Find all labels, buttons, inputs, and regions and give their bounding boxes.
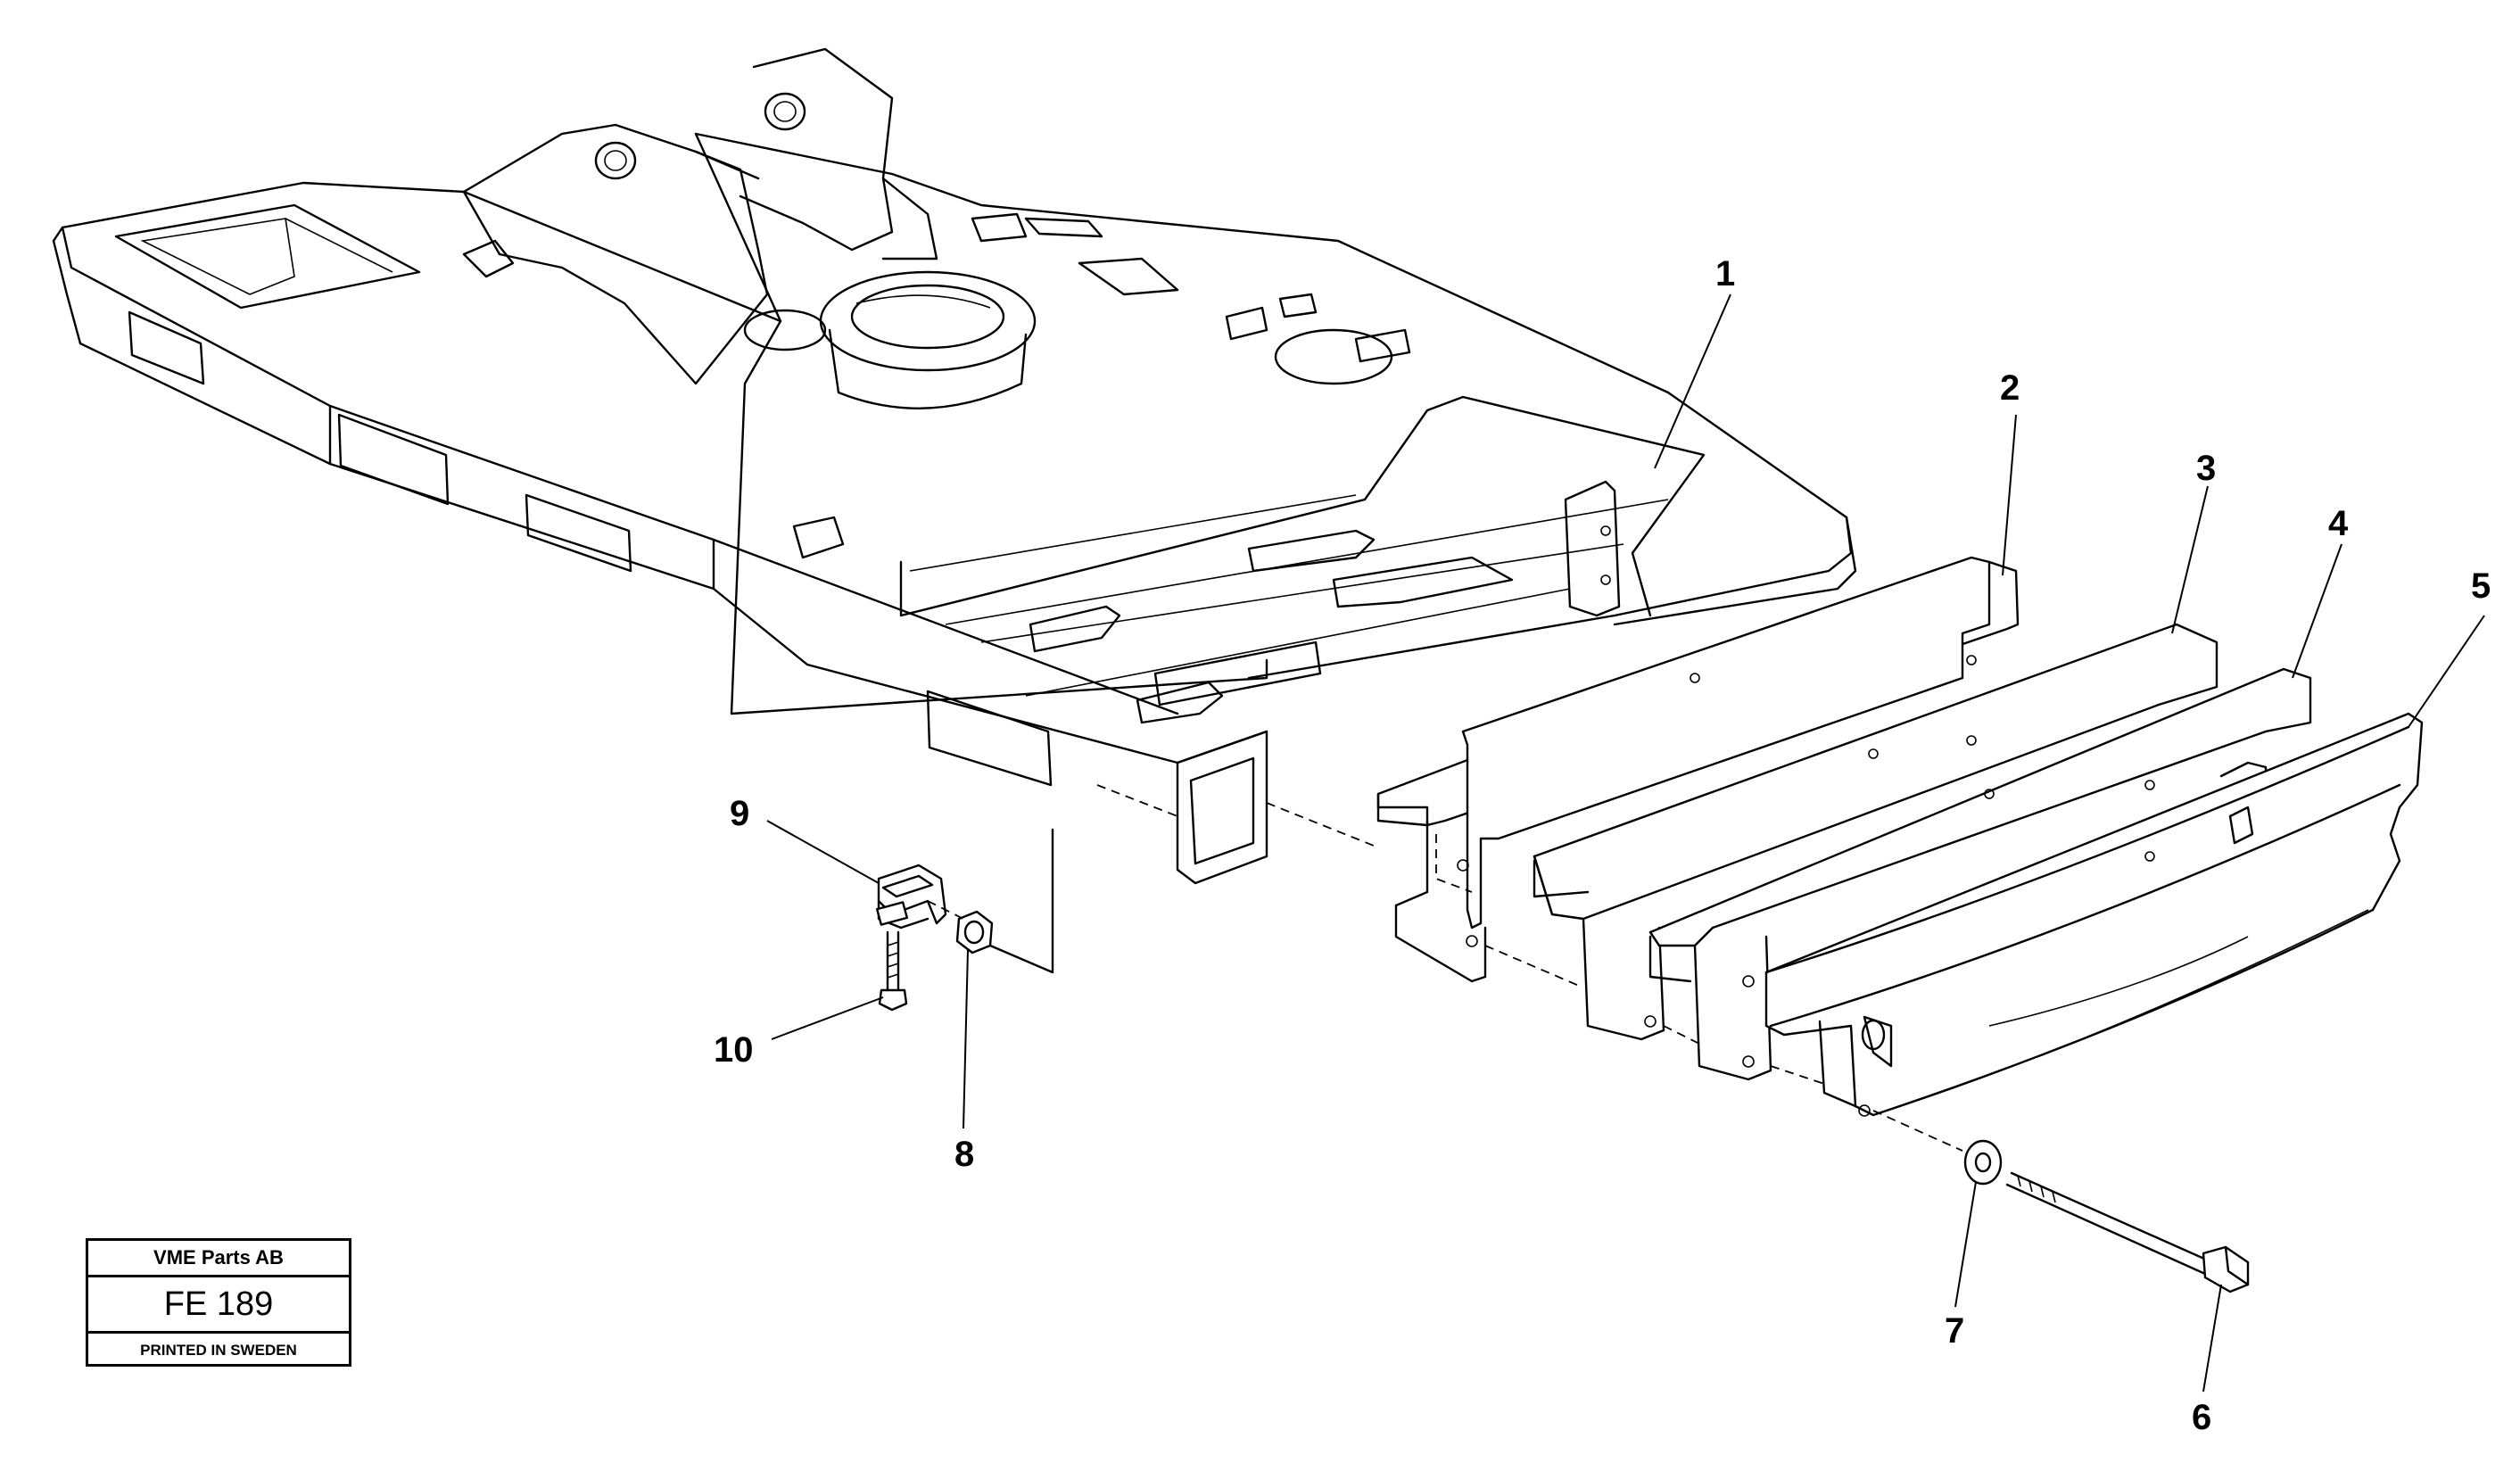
- counterweight: [1764, 712, 2424, 1117]
- callout-8: 8: [954, 1135, 974, 1174]
- callout-3: 3: [2196, 449, 2216, 488]
- boom-mount-brackets: [462, 47, 938, 385]
- screw-10: [878, 930, 908, 1012]
- bracket-9: [875, 864, 947, 930]
- title-block: VME Parts AB FE 189 PRINTED IN SWEDEN: [86, 1238, 351, 1367]
- title-block-printed: PRINTED IN SWEDEN: [140, 1342, 297, 1359]
- washer-7: [1963, 1139, 2003, 1186]
- callout-labels: 1 2 3 4 5 6 7 8 9 10: [714, 254, 2491, 1437]
- title-block-company: VME Parts AB: [88, 1241, 349, 1277]
- callout-4: 4: [2328, 504, 2349, 543]
- counterweight-plate-4: [1648, 667, 2312, 1081]
- bolt: [2005, 1171, 2250, 1293]
- callout-6: 6: [2192, 1398, 2211, 1437]
- callout-7: 7: [1945, 1311, 1964, 1351]
- counterweight-plate-3: [1533, 623, 2218, 1041]
- callout-1: 1: [1715, 254, 1735, 293]
- callout-9: 9: [730, 794, 749, 833]
- callout-10: 10: [714, 1030, 754, 1070]
- main-frame: [52, 132, 1857, 885]
- title-block-code: FE 189: [88, 1277, 349, 1334]
- callout-5: 5: [2471, 566, 2491, 606]
- leader-lines: [766, 293, 2485, 1392]
- slew-ring: [819, 270, 1037, 409]
- callout-2: 2: [2000, 368, 2020, 408]
